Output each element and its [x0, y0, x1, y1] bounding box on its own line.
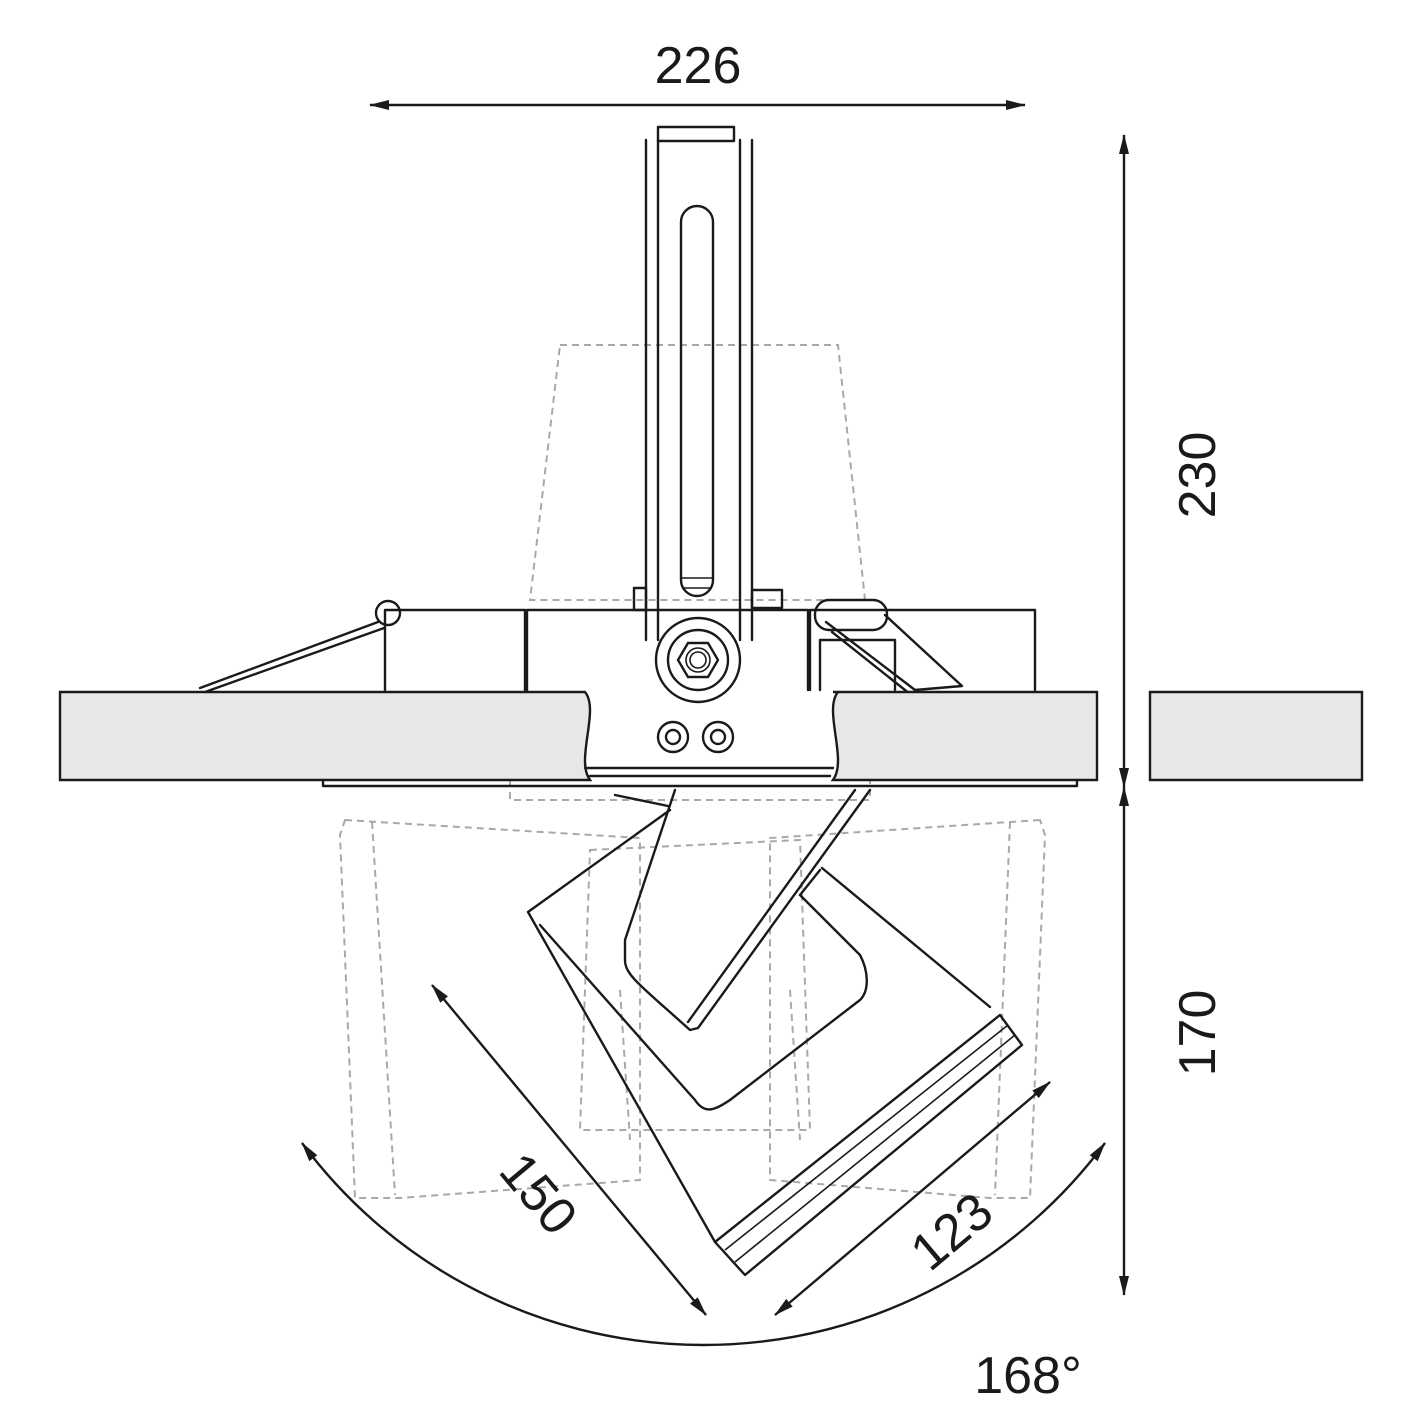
label-overall-width: 226: [655, 37, 742, 95]
bracket-clip-right: [750, 588, 784, 610]
head-stem: [623, 788, 872, 1032]
pivot-bolt-inner: [689, 651, 707, 669]
trim-lower-plate: [583, 766, 835, 778]
screw-right-inner: [709, 728, 727, 746]
ghost-driver-housing: [528, 344, 867, 601]
label-head-length: 150: [488, 1142, 588, 1246]
mounting-bracket: [632, 125, 784, 642]
screw-left-inner: [664, 728, 682, 746]
ceiling-right: [1148, 690, 1364, 782]
ceiling-middle: [830, 690, 1099, 782]
housing-right-box: [808, 608, 1037, 692]
housing: [198, 598, 1037, 704]
pivot-outer: [654, 616, 742, 704]
head-body-inner-2: [798, 868, 822, 897]
screw-left-outer: [656, 720, 690, 754]
dim-head-length-line: [431, 984, 707, 1316]
ceiling-left: [58, 690, 593, 782]
housing-center-box: [525, 608, 810, 692]
pivot-nut: [676, 641, 720, 679]
bracket-cap: [656, 125, 736, 143]
spring-clip-left: [198, 620, 386, 694]
screw-right-outer: [701, 720, 735, 754]
dim-head-diameter-line: [774, 1081, 1051, 1316]
label-height-above-ceiling: 230: [1169, 432, 1227, 519]
dim-tilt-arc: [301, 1142, 1106, 1347]
ghost-trim-lower: [509, 780, 871, 801]
pivot-bolt: [685, 647, 711, 673]
ghost-head-center: [578, 838, 812, 1131]
head-stem-inner: [613, 788, 857, 1024]
label-tilt-angle: 168°: [974, 1347, 1082, 1405]
ghost-head-left: [338, 818, 641, 1199]
trim-flange: [321, 778, 1079, 788]
housing-left-box: [383, 608, 527, 692]
bracket-slot-marks: [682, 577, 712, 589]
bracket-arm: [644, 138, 754, 642]
bracket-slot: [679, 204, 715, 598]
housing-inner-right: [818, 638, 897, 692]
head-body: [526, 808, 992, 1244]
pivot-middle: [666, 628, 730, 692]
ghost-head-right-inner: [994, 821, 1011, 1196]
label-height-below-ceiling: 170: [1169, 990, 1227, 1077]
spring-clip-left-pivot: [374, 599, 402, 627]
dimension-lines: [301, 100, 1129, 1347]
ceiling-section: [58, 690, 1364, 788]
spring-clip-right: [824, 613, 964, 696]
spring-clip-right-barrel: [813, 598, 889, 632]
ghost-head-left-inner: [371, 821, 396, 1196]
